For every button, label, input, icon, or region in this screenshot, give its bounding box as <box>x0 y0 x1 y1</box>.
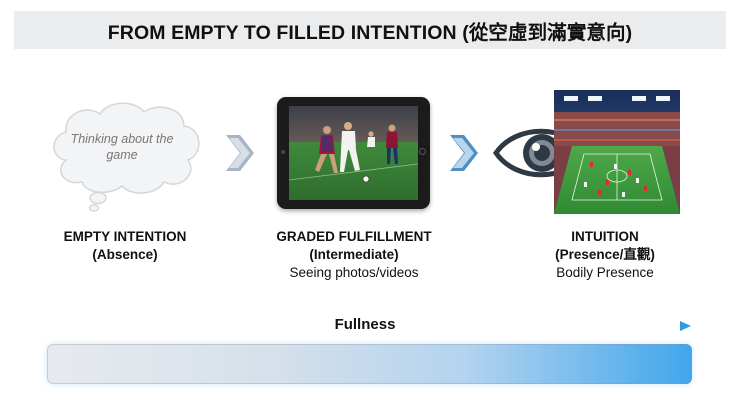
soccer-photo <box>289 106 418 200</box>
fullness-gradient-bar <box>47 344 692 384</box>
stage-caption: Bodily Presence <box>556 265 654 280</box>
stage-subheading: (Intermediate) <box>309 247 399 262</box>
page-title: FROM EMPTY TO FILLED INTENTION (從空虛到滿實意向… <box>107 21 633 44</box>
stage-label-empty: EMPTY INTENTION (Absence) <box>40 228 210 264</box>
stage-label-graded: GRADED FULFILLMENT (Intermediate) Seeing… <box>254 228 454 282</box>
stadium-scene <box>554 90 680 214</box>
chevron-right-icon <box>450 135 478 171</box>
tablet-device <box>277 97 430 209</box>
tablet-home-button <box>419 148 426 155</box>
stage-caption: Seeing photos/videos <box>289 265 419 280</box>
fullness-label: Fullness <box>334 316 396 333</box>
tablet-camera <box>281 150 285 154</box>
stage-heading: EMPTY INTENTION <box>63 229 187 244</box>
fullness-axis-arrow <box>46 321 691 331</box>
stage-subheading: (Absence) <box>92 247 158 262</box>
chevron-right-icon <box>226 135 254 171</box>
stage-label-intuition: INTUITION (Presence/直觀) Bodily Presence <box>520 228 690 282</box>
stage-heading: GRADED FULFILLMENT <box>276 229 432 244</box>
stage-subheading: (Presence/直觀) <box>555 247 655 262</box>
stage-heading: INTUITION <box>571 229 639 244</box>
arrowhead-icon <box>680 321 691 331</box>
title-banner: FROM EMPTY TO FILLED INTENTION (從空虛到滿實意向… <box>14 11 726 49</box>
cloud-thought-text: Thinking about the game <box>70 132 174 162</box>
thought-cloud-icon <box>53 102 200 212</box>
